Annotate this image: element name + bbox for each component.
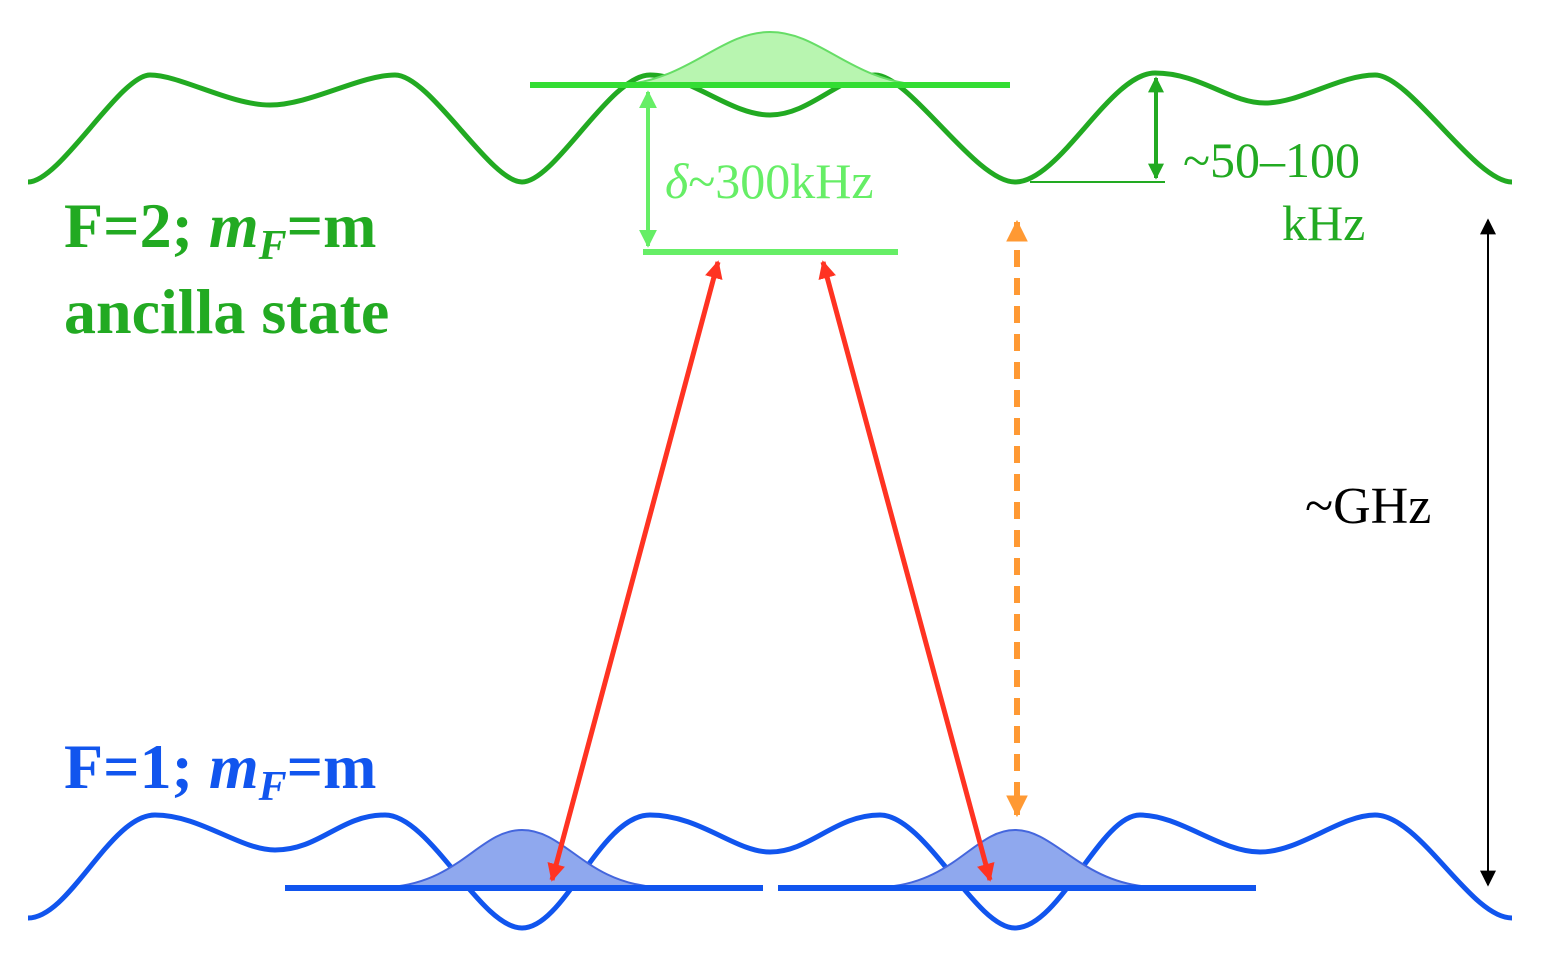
lower-lattice-potential <box>27 812 1513 931</box>
raman-arrow-right <box>818 260 995 882</box>
ancilla-state-label: ancilla state <box>64 276 389 347</box>
lower-level-label: F=1; mF=m <box>64 731 376 810</box>
upper-lattice-potential <box>27 70 1513 185</box>
detuning-label: δ~300kHz <box>665 153 874 209</box>
upper-level-label: F=2; mF=m <box>64 190 376 269</box>
lattice-depth-unit: kHz <box>1282 195 1365 251</box>
lower-wavepacket-right <box>884 828 1151 888</box>
lower-wavepacket-left <box>389 828 656 888</box>
upper-wavepacket <box>619 30 921 86</box>
raman-arrow-left <box>547 260 723 882</box>
ghz-splitting-label: ~GHz <box>1305 478 1431 535</box>
lattice-depth-value: ~50–100 <box>1183 132 1360 188</box>
